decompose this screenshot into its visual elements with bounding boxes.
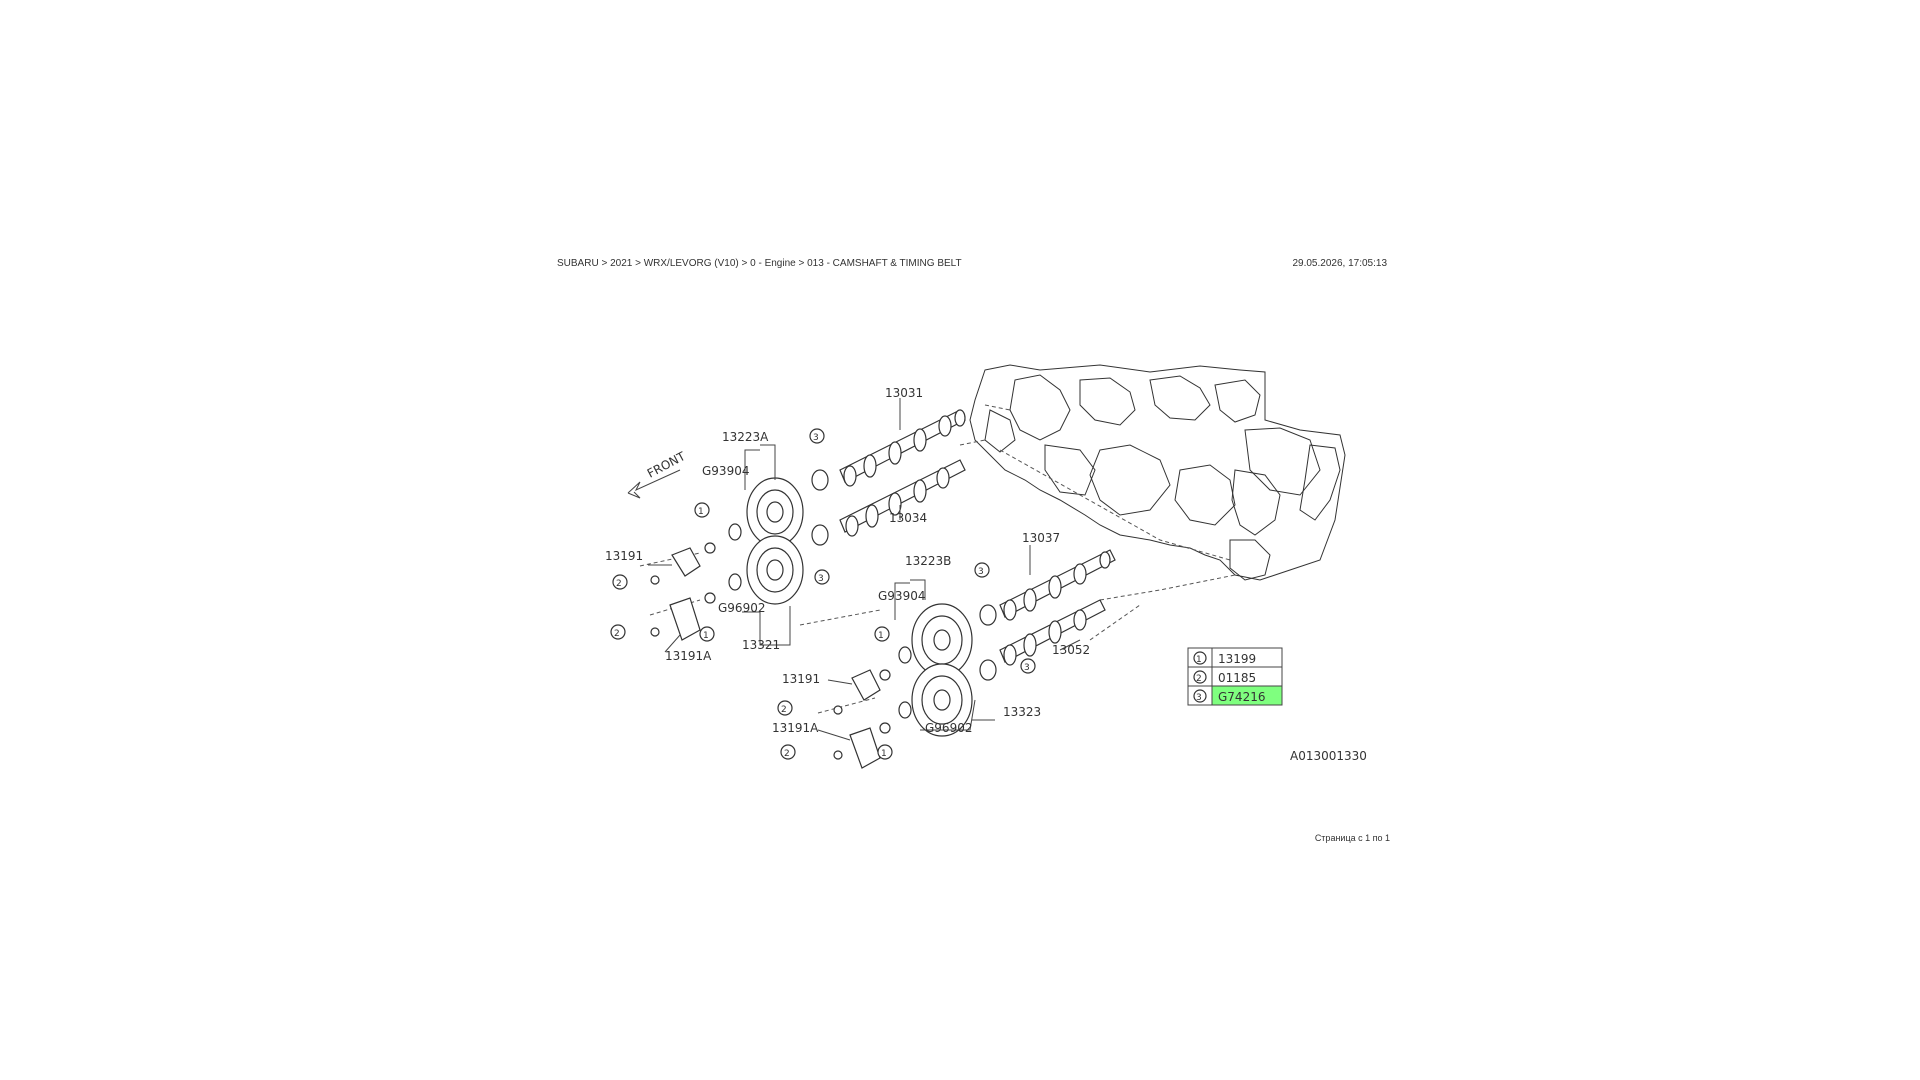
camshaft-13052: [999, 599, 1106, 666]
label-13037: 13037: [1022, 531, 1060, 545]
ref-marker-3: 3: [974, 562, 990, 578]
seal-ring: [811, 524, 829, 546]
engine-block-drawing: [969, 364, 1346, 581]
breadcrumb: SUBARU > 2021 > WRX/LEVORG (V10) > 0 - E…: [557, 258, 962, 269]
camshaft-13031: [839, 409, 966, 487]
ref-marker-1: 1: [694, 502, 710, 518]
label-13223b: 13223B: [905, 554, 951, 568]
seal-ring: [979, 604, 997, 626]
bolt: [650, 575, 660, 585]
pin: [898, 646, 912, 664]
svg-text:1: 1: [881, 749, 887, 759]
bolt: [879, 722, 891, 734]
svg-text:3: 3: [813, 433, 819, 443]
leader-lines: [648, 398, 1081, 741]
camshaft-13037: [999, 549, 1116, 621]
ref-marker-1: 1: [874, 626, 890, 642]
sprocket-13223b: [911, 603, 973, 677]
sprocket-13323: [911, 663, 973, 737]
ref-marker-3: 3: [809, 428, 825, 444]
label-13191-right: 13191: [782, 672, 820, 686]
sprocket-13321: [746, 535, 804, 605]
ref-marker-1: 1: [699, 626, 715, 642]
legend-part-number: 13199: [1218, 652, 1256, 666]
seal-ring: [979, 659, 997, 681]
pin: [728, 573, 742, 591]
bolt: [650, 627, 660, 637]
bolt: [879, 669, 891, 681]
legend-row-2[interactable]: 2 01185: [1193, 670, 1256, 685]
svg-text:2: 2: [616, 579, 622, 589]
ref-marker-2: 2: [777, 700, 793, 716]
page-counter: Страница с 1 по 1: [1314, 833, 1390, 843]
bolt: [833, 705, 843, 715]
bolt: [833, 750, 843, 760]
bolt: [704, 542, 716, 554]
legend-row-1[interactable]: 1 13199: [1193, 651, 1256, 666]
label-13323: 13323: [1003, 705, 1041, 719]
diagram-id: A013001330: [1290, 749, 1367, 763]
svg-text:3: 3: [818, 574, 824, 584]
plate-13191a: [669, 597, 701, 641]
print-timestamp: 29.05.2026, 17:05:13: [1292, 258, 1387, 269]
label-13034: 13034: [889, 511, 927, 525]
svg-text:1: 1: [878, 631, 884, 641]
svg-text:3: 3: [1024, 663, 1030, 673]
label-13321: 13321: [742, 638, 780, 652]
plate-13191a: [849, 727, 881, 769]
seal-ring: [811, 469, 829, 491]
svg-text:3: 3: [1196, 693, 1202, 703]
svg-text:2: 2: [614, 629, 620, 639]
svg-text:3: 3: [978, 567, 984, 577]
legend-row-highlight: [1212, 686, 1282, 705]
label-g93904-left: G93904: [702, 464, 749, 478]
parts-legend: 1 13199 2 01185 3 G74216: [1187, 647, 1283, 706]
legend-row-3[interactable]: 3 G74216: [1193, 689, 1265, 704]
ref-marker-2: 2: [610, 624, 626, 640]
ref-marker-2: 2: [780, 744, 796, 760]
label-13191-left: 13191: [605, 549, 643, 563]
pin: [728, 523, 742, 541]
svg-text:2: 2: [781, 705, 787, 715]
plate-13191: [671, 547, 701, 577]
front-arrow: FRONT: [627, 449, 688, 499]
ref-marker-1: 1: [877, 744, 893, 760]
label-13191a-right: 13191A: [772, 721, 819, 735]
svg-text:1: 1: [703, 631, 709, 641]
svg-text:1: 1: [1196, 655, 1202, 665]
ref-marker-3: 3: [814, 569, 830, 585]
camshaft-13034: [839, 459, 966, 537]
svg-text:2: 2: [784, 749, 790, 759]
pin: [898, 701, 912, 719]
legend-part-number: G74216: [1218, 690, 1265, 704]
label-g93904-right: G93904: [878, 589, 925, 603]
legend-part-number: 01185: [1218, 671, 1256, 685]
bolt: [704, 592, 716, 604]
label-13191a-left: 13191A: [665, 649, 712, 663]
label-g96902-left: G96902: [718, 601, 765, 615]
sprocket-13223a: [746, 477, 804, 547]
label-13052: 13052: [1052, 643, 1090, 657]
label-g96902-right: G96902: [925, 721, 972, 735]
ref-marker-2: 2: [612, 574, 628, 590]
svg-text:2: 2: [1196, 674, 1202, 684]
label-13031: 13031: [885, 386, 923, 400]
label-13223a: 13223A: [722, 430, 769, 444]
ref-marker-3: 3: [1020, 658, 1036, 674]
plate-13191: [851, 669, 881, 701]
svg-text:1: 1: [698, 507, 704, 517]
